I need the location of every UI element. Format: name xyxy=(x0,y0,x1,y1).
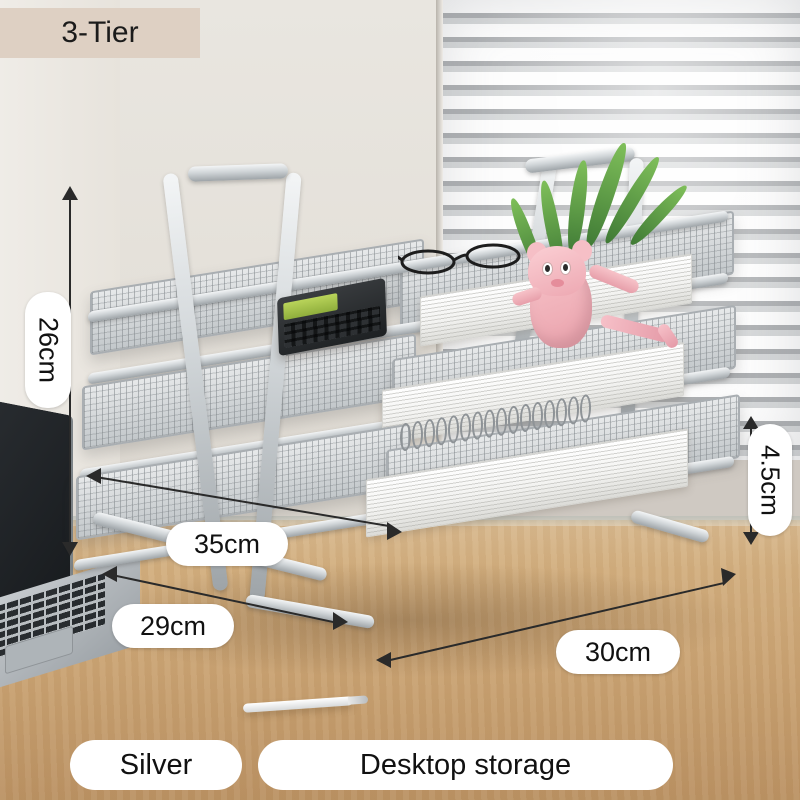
dim-arrow-gap-bottom xyxy=(743,532,759,545)
dim-arrow-width-left xyxy=(376,652,391,668)
color-tag: Silver xyxy=(70,740,242,790)
tier-tag: 3-Tier xyxy=(0,8,200,58)
dim-arrow-length-right xyxy=(387,522,402,540)
rack-foot-right xyxy=(629,509,711,544)
dim-label-tray-width: 30cm xyxy=(556,630,680,674)
dim-label-tier-gap: 4.5cm xyxy=(748,424,792,536)
window-frame-edge xyxy=(436,0,443,470)
stylus-pen-tip xyxy=(347,695,369,705)
dim-arrow-height-bottom xyxy=(62,542,78,556)
dim-arrow-width-right xyxy=(721,568,736,586)
dim-label-height: 26cm xyxy=(25,292,71,408)
category-tag: Desktop storage xyxy=(258,740,673,790)
dim-arrow-gap-top xyxy=(743,416,759,429)
rack-foot-front2 xyxy=(244,593,376,630)
dim-label-base-depth: 29cm xyxy=(112,604,234,648)
eyeglasses xyxy=(398,243,521,275)
rack-arch-front-top xyxy=(187,163,289,182)
dim-arrow-length-left xyxy=(86,468,101,484)
dim-arrow-depth-left xyxy=(102,566,117,582)
dim-arrow-depth-right xyxy=(333,612,348,630)
dim-label-tray-length: 35cm xyxy=(166,522,288,566)
document-tray-rack xyxy=(70,146,770,670)
dim-arrow-height-top xyxy=(62,186,78,200)
